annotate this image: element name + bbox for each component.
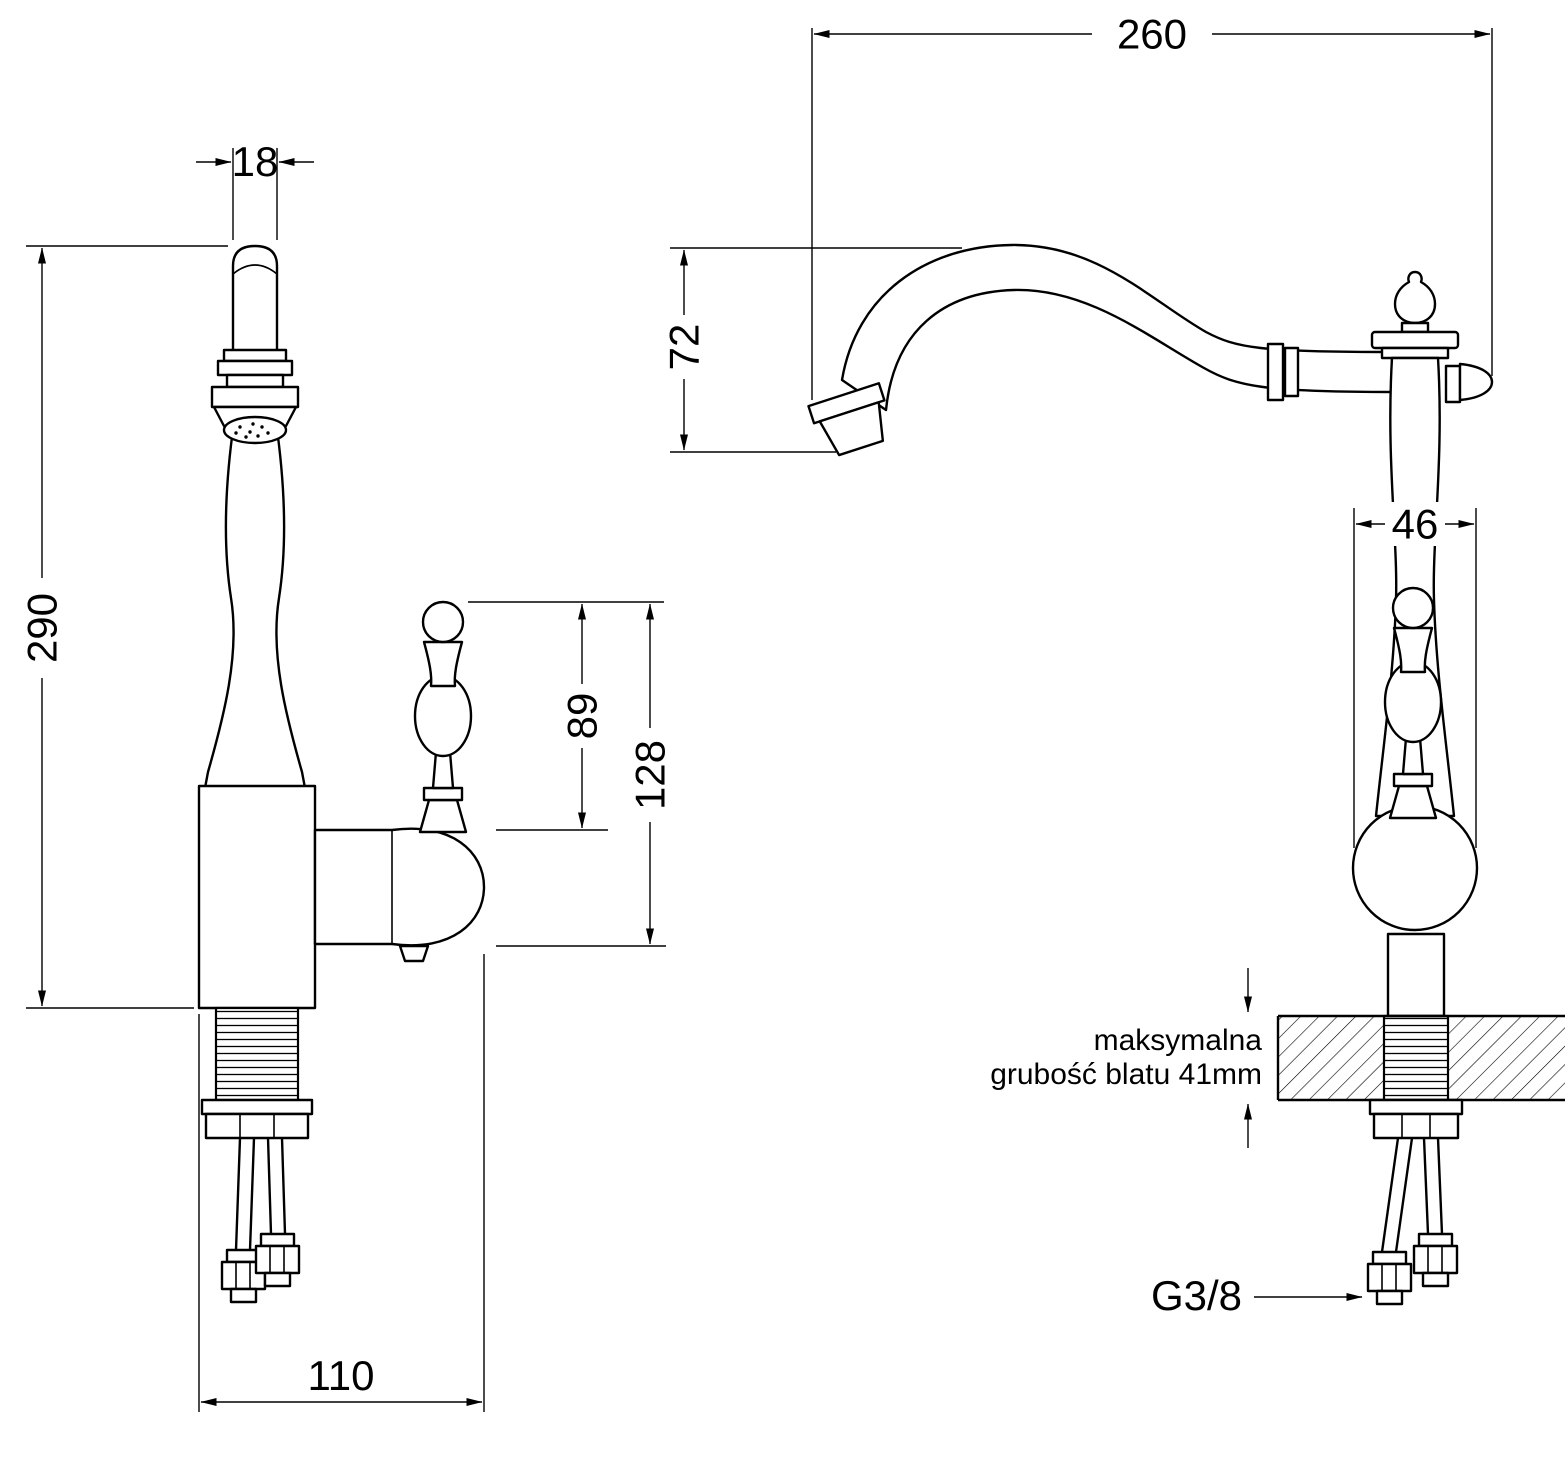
front-body xyxy=(197,784,317,1010)
countertop-note-line2: grubość blatu 41mm xyxy=(990,1058,1262,1091)
dim-spout-drop: 72 xyxy=(661,247,962,453)
dim-body-width: 46 xyxy=(1353,501,1477,848)
front-neck xyxy=(203,420,307,790)
front-handle-flare xyxy=(422,786,464,802)
front-handle-bulb xyxy=(413,674,473,758)
side-aerator xyxy=(807,382,886,457)
front-valve-and-handle xyxy=(313,600,486,963)
front-handle-cone xyxy=(418,798,468,834)
countertop-section: maksymalna grubość blatu 41mm xyxy=(990,968,1565,1148)
countertop-note-line1: maksymalna xyxy=(1094,1024,1263,1057)
front-valve-nub xyxy=(398,944,430,963)
front-shank-threads xyxy=(214,1006,300,1102)
side-shank-threads xyxy=(1382,1014,1450,1102)
front-washer xyxy=(200,1098,314,1116)
side-hose2-nut xyxy=(1412,1244,1459,1275)
dim-body-width-label: 46 xyxy=(1392,501,1439,548)
side-hose1-tip xyxy=(1375,1289,1404,1306)
dim-handle-mid-label: 89 xyxy=(559,693,606,740)
side-handle-knob xyxy=(1391,586,1435,630)
front-hose2-nut xyxy=(254,1244,301,1275)
front-spout-pipe xyxy=(231,244,279,354)
front-collar-ring3 xyxy=(225,373,285,389)
front-hoses xyxy=(220,1137,301,1304)
thread-callout: G3/8 xyxy=(1151,1272,1363,1319)
side-pipe-ring2 xyxy=(1283,346,1300,398)
front-spout-cap-seam xyxy=(232,264,278,275)
side-top-ring xyxy=(1380,346,1450,360)
thread-size-label: G3/8 xyxy=(1151,1272,1242,1319)
front-collar-ring1 xyxy=(222,348,288,363)
side-handle-neck xyxy=(1392,626,1434,674)
side-valve-ball xyxy=(1351,804,1479,932)
side-hose2-tip xyxy=(1421,1271,1450,1288)
front-aerator-dots xyxy=(234,422,270,439)
front-collar-flange xyxy=(210,385,300,409)
side-hose1-nut xyxy=(1366,1262,1413,1293)
dim-total-height-label: 290 xyxy=(19,593,66,663)
front-collar-ring2 xyxy=(216,359,294,377)
front-valve-housing xyxy=(313,827,486,947)
side-handle-cone xyxy=(1388,784,1438,820)
side-top-cap xyxy=(1370,330,1460,350)
front-handle-stem xyxy=(431,750,455,790)
side-mounting-nut xyxy=(1372,1112,1460,1140)
front-mounting-nut xyxy=(204,1112,310,1140)
dim-base-width: 110 xyxy=(198,954,485,1412)
side-spout-tube xyxy=(840,243,1394,412)
dim-spout-drop-label: 72 xyxy=(661,324,708,371)
dim-base-width-label: 110 xyxy=(308,1352,375,1399)
front-hose2-ferrule xyxy=(259,1232,296,1248)
dim-handle-heights: 89 128 xyxy=(468,601,674,947)
dim-spout-width: 18 xyxy=(196,138,314,240)
side-hoses xyxy=(1366,1137,1459,1306)
dim-handle-top-label: 128 xyxy=(627,740,674,810)
side-handle-bulb xyxy=(1383,660,1443,744)
side-right-outlet xyxy=(1444,362,1494,404)
side-handle-stem xyxy=(1401,736,1425,776)
dim-reach: 260 xyxy=(811,11,1493,400)
side-base xyxy=(1386,932,1446,1018)
side-view: maksymalna grubość blatu 41mm G3 xyxy=(661,11,1565,1319)
front-spout xyxy=(210,244,300,445)
side-handle-flare xyxy=(1392,772,1434,788)
side-washer xyxy=(1368,1098,1464,1116)
side-finial xyxy=(1393,270,1437,325)
front-hose1-tip xyxy=(229,1287,258,1304)
front-handle-knob xyxy=(421,600,465,644)
front-hose2-tip xyxy=(263,1271,292,1288)
dim-total-height: 290 xyxy=(19,245,228,1009)
side-hose1-ferrule xyxy=(1371,1250,1408,1266)
side-pipe-ring1 xyxy=(1266,342,1285,402)
side-handle xyxy=(1383,586,1443,820)
front-handle-neck xyxy=(422,640,464,688)
front-aerator-face xyxy=(222,415,288,445)
side-finial-stem xyxy=(1400,321,1430,334)
dim-reach-label: 260 xyxy=(1117,11,1187,58)
front-view: 18 290 89 128 110 xyxy=(19,138,674,1412)
side-hose2-ferrule xyxy=(1417,1232,1454,1248)
dim-spout-width-label: 18 xyxy=(232,138,279,185)
